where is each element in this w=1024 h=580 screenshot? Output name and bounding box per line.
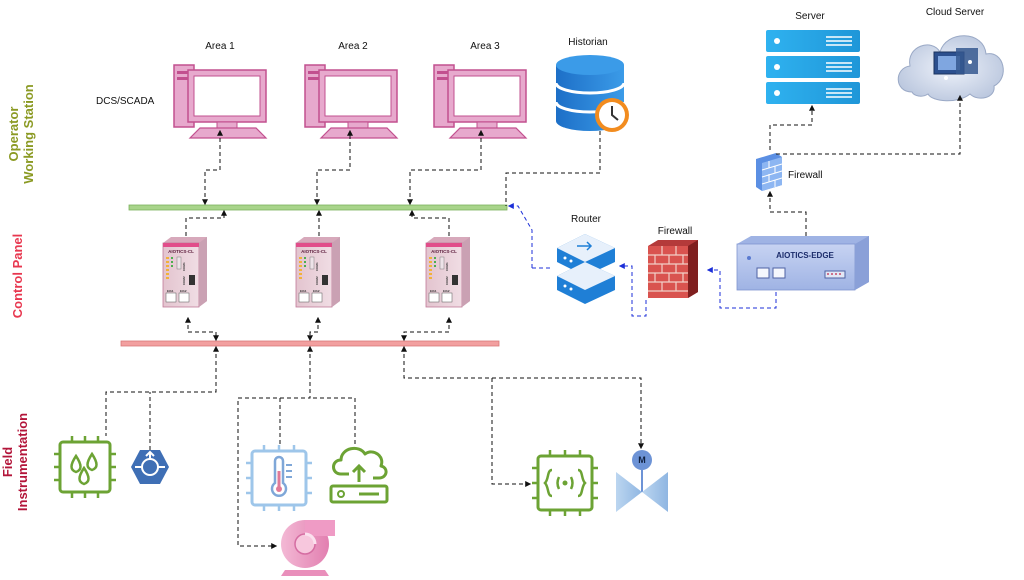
router-label: Router — [571, 214, 602, 225]
aiotics-edge-device: AIOTICS-EDGE — [736, 236, 869, 291]
section-field-label: FieldInstrumentation — [0, 413, 30, 511]
historian-label: Historian — [568, 37, 607, 48]
workstation-area-2 — [304, 64, 399, 139]
controller-com1: COM1 — [315, 262, 319, 271]
operator-network-bus — [128, 204, 508, 211]
server-icon — [766, 30, 860, 104]
controller-eth1: Eth1 — [167, 289, 174, 293]
temperature-sensor-icon — [246, 445, 312, 511]
firewall-top-label: Firewall — [788, 170, 822, 181]
area-3-label: Area 3 — [470, 41, 500, 52]
controller-com2: COM2 — [182, 276, 186, 285]
cloud-server-icon — [897, 35, 1004, 102]
controller-area-2: AIOTICS-CL COM1 COM2 Eth1 Eth2 — [295, 237, 340, 308]
controller-com2: COM2 — [445, 276, 449, 285]
router-icon — [557, 234, 615, 304]
controller-name: AIOTICS-CL — [301, 249, 327, 254]
firewall-mid-label: Firewall — [658, 226, 692, 237]
area-2-label: Area 2 — [338, 41, 368, 52]
dcs-scada-label: DCS/SCADA — [96, 96, 155, 107]
server-label: Server — [795, 11, 825, 22]
controller-com1: COM1 — [445, 262, 449, 271]
historian-database-icon — [554, 55, 629, 132]
controller-eth1: Eth1 — [430, 289, 437, 293]
controller-name: AIOTICS-CL — [168, 249, 194, 254]
controller-area-1: AIOTICS-CL COM1 COM2 Eth1 Eth2 — [162, 237, 207, 308]
section-control-label: Control Panel — [10, 234, 25, 319]
controller-com1: COM1 — [182, 262, 186, 271]
field-network-bus — [120, 340, 500, 347]
workstation-area-1 — [173, 64, 268, 139]
pump-icon — [281, 520, 335, 576]
section-operator-label: OperatorWorking Station — [6, 84, 36, 183]
controller-com2: COM2 — [315, 276, 319, 285]
area-1-label: Area 1 — [205, 41, 235, 52]
valve-letter: M — [638, 455, 646, 465]
firewall-top-icon — [756, 153, 783, 191]
controller-eth2: Eth2 — [180, 289, 187, 293]
controller-eth2: Eth2 — [313, 289, 320, 293]
controller-eth1: Eth1 — [300, 289, 307, 293]
flow-transmitter-icon — [131, 450, 169, 484]
cloud-upload-device-icon — [329, 446, 389, 504]
controller-eth2: Eth2 — [443, 289, 450, 293]
firewall-mid-icon — [648, 240, 698, 298]
controller-area-3: AIOTICS-CL COM1 COM2 Eth1 Eth2 — [425, 237, 470, 308]
controller-name: AIOTICS-CL — [431, 249, 457, 254]
cloud-server-label: Cloud Server — [926, 7, 985, 18]
humidity-sensor-icon — [54, 436, 116, 498]
edge-device-name: AIOTICS-EDGE — [776, 251, 834, 260]
workstation-area-3 — [433, 64, 528, 139]
signal-sensor-icon — [532, 450, 598, 516]
motorized-valve-icon: M — [616, 450, 668, 512]
